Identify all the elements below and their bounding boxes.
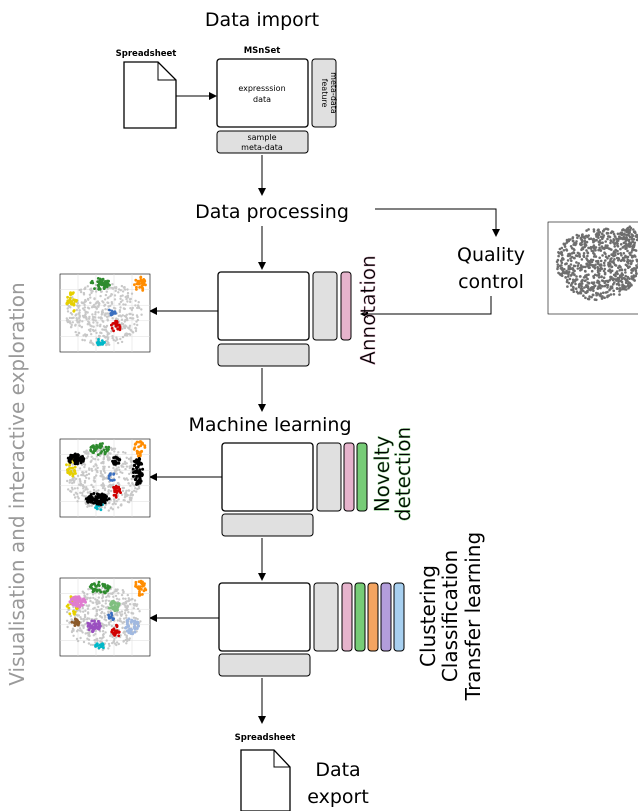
methods-stripe-2 [354, 582, 366, 652]
clustering-label: Clustering [416, 565, 440, 667]
annotation-plot-thumbnail [59, 273, 151, 353]
methods-sample-box [218, 653, 311, 677]
stage-quality-control-2: control [458, 271, 524, 293]
spreadsheet-icon [123, 61, 177, 129]
methods-stripe-3 [367, 582, 379, 652]
methods-plot-thumbnail [59, 577, 151, 657]
sample-label-2: meta-data [241, 143, 283, 152]
annotation-msnset-box [217, 271, 310, 341]
expression-label-1: expresssion [238, 84, 285, 93]
annotation-stripe [340, 271, 352, 341]
stage-data-processing: Data processing [195, 201, 349, 223]
methods-stripe-4 [380, 582, 392, 652]
msnset-title: MSnSet [244, 46, 281, 56]
feature-label-2: meta-data [329, 72, 338, 114]
novelty-feature-box [316, 442, 342, 512]
stage-data-export-2: export [307, 786, 369, 808]
stage-data-import: Data import [205, 9, 319, 31]
novelty-stripe-2 [356, 442, 368, 512]
novelty-msnset-box [221, 442, 314, 512]
methods-feature-box [313, 582, 339, 652]
annotation-sample-box [217, 343, 310, 367]
sample-label-1: sample [247, 133, 276, 142]
qc-plot-thumbnail [547, 221, 638, 315]
methods-msnset-box [218, 582, 311, 652]
expression-label-2: data [253, 95, 271, 104]
spreadsheet-label-bottom: Spreadsheet [235, 733, 296, 743]
stage-machine-learning: Machine learning [188, 414, 351, 436]
stage-data-export-1: Data [315, 759, 360, 781]
spreadsheet-label-top: Spreadsheet [116, 49, 177, 59]
annotation-feature-box [312, 271, 338, 341]
sample-metadata-box [216, 130, 309, 154]
novelty-label-1: Novelty [370, 436, 394, 513]
novelty-sample-box [221, 513, 314, 537]
classification-label: Classification [438, 550, 462, 682]
novelty-label-2: detection [391, 427, 415, 521]
novelty-plot-thumbnail [59, 438, 151, 518]
feature-label-1: feature [320, 79, 329, 108]
stage-quality-control-1: Quality [457, 244, 525, 266]
annotation-label: Annotation [356, 255, 380, 365]
spreadsheet-export-icon [240, 749, 291, 811]
expression-data-box [216, 58, 309, 128]
transfer-learning-label: Transfer learning [461, 532, 485, 701]
side-label-visualisation: Visualisation and interactive exploratio… [5, 282, 29, 685]
methods-stripe-5 [393, 582, 405, 652]
feature-metadata-box [311, 58, 337, 128]
methods-stripe-1 [341, 582, 353, 652]
novelty-stripe-1 [343, 442, 355, 512]
